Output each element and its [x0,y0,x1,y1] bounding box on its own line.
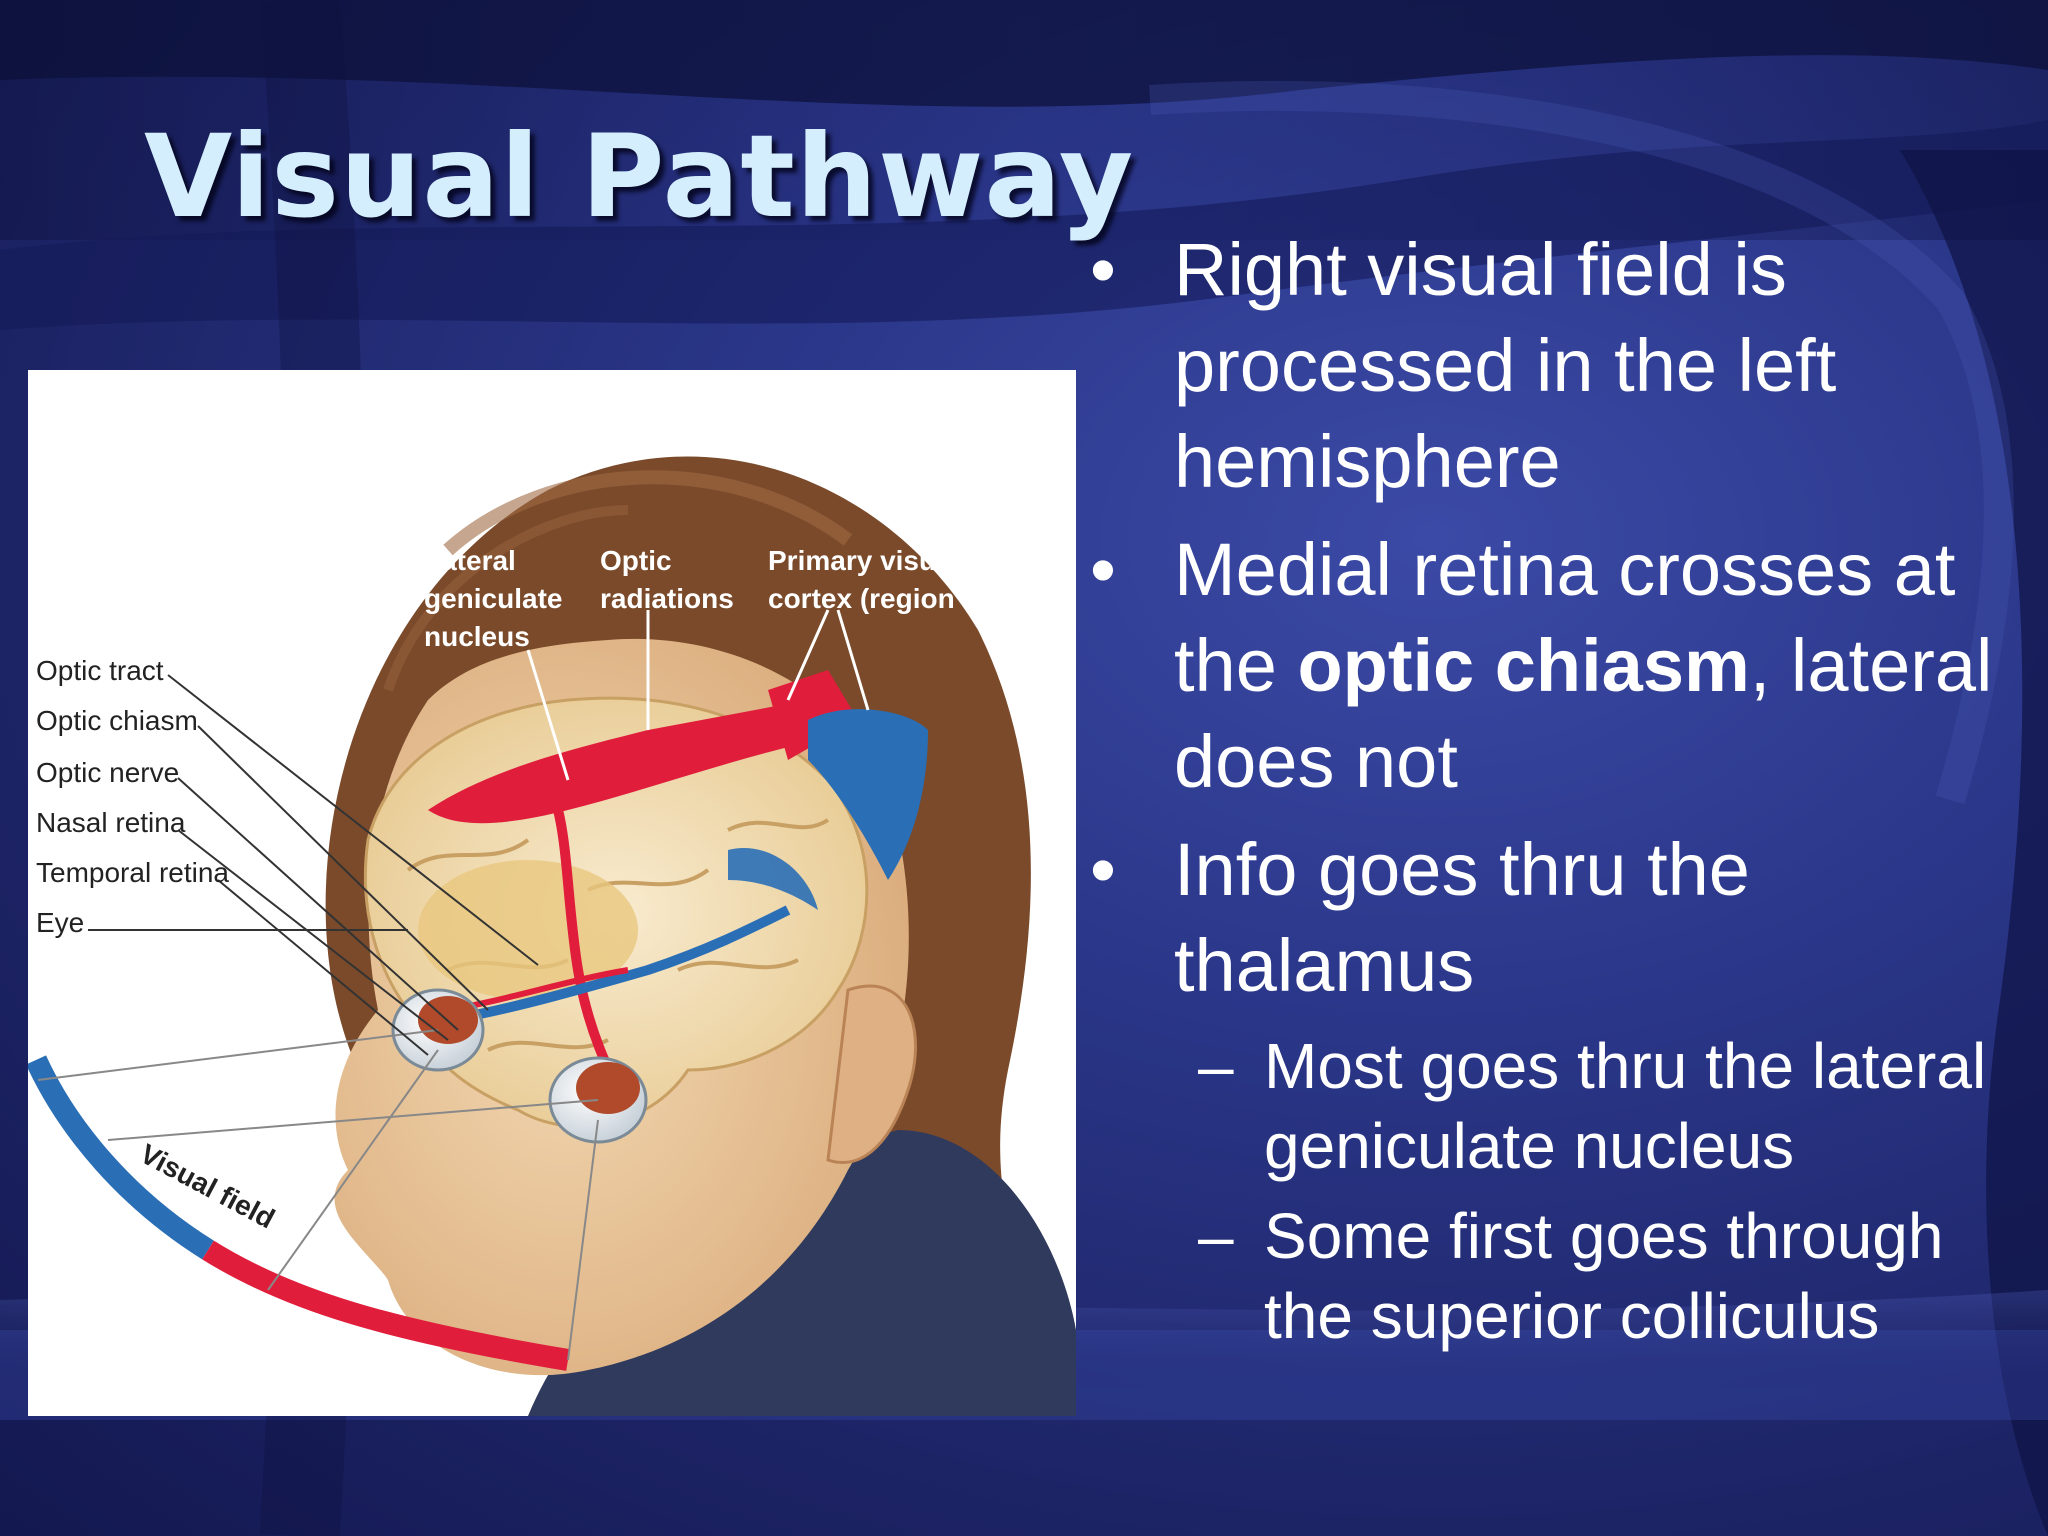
label-radiations-line2: radiations [600,583,734,614]
optic-radiations-red [428,700,818,824]
visual-pathway-illustration: Optic tract Optic chiasm Optic nerve Nas… [28,370,1076,1416]
dash-glyph: – [1198,1200,1234,1272]
sub-bullet-item: – Some first goes through the superior c… [1090,1196,2030,1356]
label-cortex-line2: cortex (region V1) [768,583,1006,614]
visual-field-arc-red [202,1240,570,1371]
bullet-text-pre: Medial retina crosses at the [1174,528,1956,707]
bullet-glyph: • [1090,828,1116,911]
label-lgn-line3: nucleus [424,621,530,652]
bullet-item: • Right visual field is processed in the… [1090,222,2030,510]
label-radiations-line1: Optic [600,545,672,576]
dash-glyph: – [1198,1030,1234,1102]
bullet-list: • Right visual field is processed in the… [1090,222,2030,1356]
bullet-text-bold: optic chiasm [1297,624,1750,707]
bullet-text: Right visual field is processed in the l… [1174,228,1837,503]
bullet-text-post: , lateral does not [1174,624,1993,803]
ear [826,984,917,1164]
label-optic-nerve: Optic nerve [36,757,179,788]
sub-bullet-item: – Most goes thru the lateral geniculate … [1090,1026,2030,1186]
optic-tract-blue [447,905,791,1025]
label-optic-tract: Optic tract [36,655,164,686]
bullet-item: • Medial retina crosses at the optic chi… [1090,522,2030,810]
label-eye: Eye [36,907,84,938]
slide-title: Visual Pathway [144,110,1135,243]
bullet-glyph: • [1090,528,1116,611]
sub-bullet-text: Most goes thru the lateral geniculate nu… [1264,1030,1987,1182]
visual-field-arc-blue [28,1055,214,1260]
visual-cortex-blue [808,709,928,880]
sub-bullet-text: Some first goes through the superior col… [1264,1200,1944,1352]
label-temporal-retina: Temporal retina [36,857,229,888]
label-optic-chiasm: Optic chiasm [36,705,198,736]
label-lgn-line1: Lateral [424,545,516,576]
label-nasal-retina: Nasal retina [36,807,186,838]
bullet-glyph: • [1090,228,1116,311]
bullet-text: Info goes thru the thalamus [1174,828,1750,1007]
bullet-item: • Info goes thru the thalamus [1090,822,2030,1014]
label-cortex-line1: Primary visual [768,545,959,576]
label-lgn-line2: geniculate [424,583,562,614]
